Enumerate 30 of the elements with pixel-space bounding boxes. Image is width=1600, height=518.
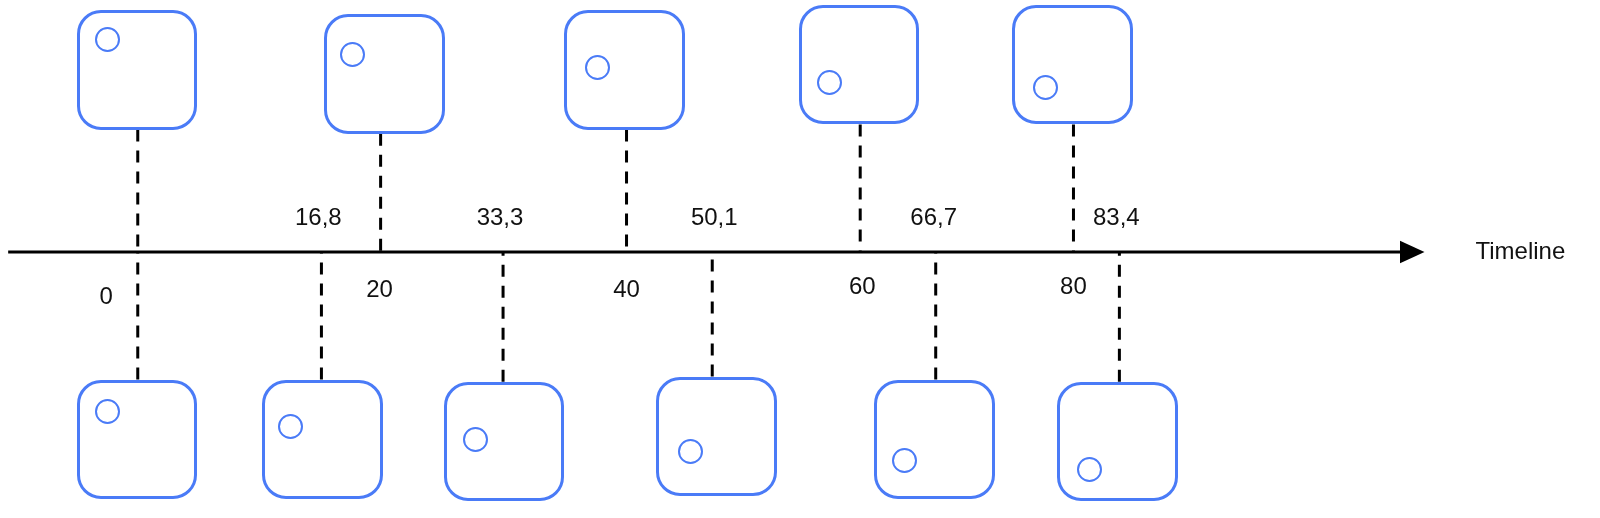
tick-label: 83,4 — [1092, 203, 1140, 232]
tick-label: 0 — [99, 281, 113, 310]
frame-box — [262, 379, 383, 499]
frame-box — [656, 376, 777, 496]
tick-label: Timeline — [1475, 237, 1566, 265]
tick-label: 16,8 — [295, 203, 342, 232]
dashed-connector — [934, 252, 938, 380]
frame-box — [443, 381, 565, 501]
dashed-connector — [136, 252, 140, 380]
dashed-connector — [858, 124, 862, 253]
tick-label: 50,1 — [690, 203, 738, 232]
dashed-connector — [379, 133, 383, 253]
frame-box — [76, 379, 197, 499]
frame-box — [1057, 381, 1178, 501]
dashed-connector — [1117, 252, 1121, 382]
tick-label: 80 — [1060, 271, 1087, 300]
frame-box — [798, 5, 920, 125]
dashed-connector — [501, 252, 505, 382]
tick-label: 66,7 — [910, 203, 958, 232]
tick-label: 60 — [848, 271, 876, 300]
dashed-connector — [319, 252, 323, 380]
frame-box — [874, 379, 995, 499]
frame-box — [564, 10, 685, 130]
dashed-connector — [1071, 124, 1075, 253]
frame-box — [76, 10, 197, 130]
tick-label: 33,3 — [476, 203, 524, 232]
frame-box — [1012, 5, 1133, 125]
frame-box — [324, 14, 445, 134]
tick-label: 40 — [613, 274, 640, 303]
tick-label: 20 — [366, 274, 393, 303]
